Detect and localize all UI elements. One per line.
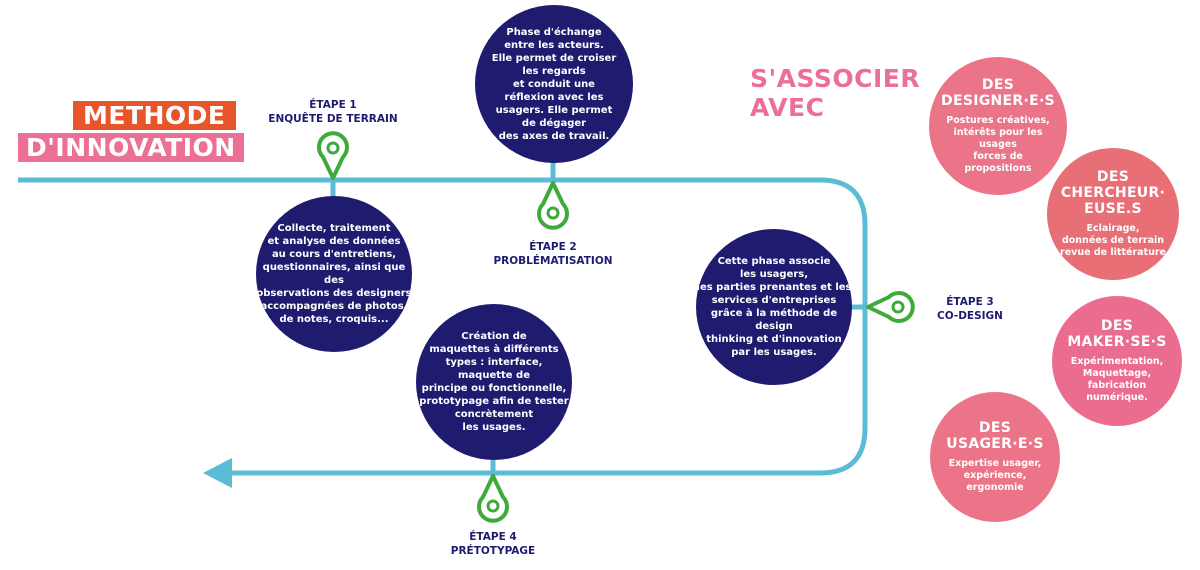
map-pin-icon	[866, 291, 915, 323]
step-4-description-text: Création de maquettes à différents types…	[419, 331, 569, 433]
step-3-description: Cette phase associe les usagers, les par…	[696, 229, 852, 385]
step-4-label: ÉTAPE 4 PRÉTOTYPAGE	[450, 531, 536, 557]
title-methode: METHODE	[73, 101, 236, 130]
partner-designers-description: Postures créatives, intérêts pour les us…	[946, 115, 1050, 174]
step-2-description-text: Phase d'échange entre les acteurs. Elle …	[491, 26, 617, 142]
step-2-label: ÉTAPE 2 PROBLÉMATISATION	[493, 241, 613, 267]
partner-chercheurs-name: DES CHERCHEUR· EUSE.S	[1060, 169, 1166, 217]
partner-makers-description: Expérimentation, Maquettage, fabrication…	[1070, 356, 1164, 403]
step-1-description-text: Collecte, traitement et analyse des donn…	[256, 223, 412, 325]
partner-designers-name: DES DESIGNER·E·S	[941, 77, 1055, 109]
title-innovation: D'INNOVATION	[18, 133, 244, 162]
step-1-label: ÉTAPE 1 ENQUÊTE DE TERRAIN	[268, 99, 398, 125]
partner-makers: DES MAKER·SE·S Expérimentation, Maquetta…	[1052, 296, 1182, 426]
step-3-description-text: Cette phase associe les usagers, les par…	[696, 256, 852, 358]
map-pin-icon	[537, 181, 569, 230]
partner-chercheurs: DES CHERCHEUR· EUSE.S Eclairage, données…	[1047, 148, 1179, 280]
map-pin-icon	[317, 131, 349, 180]
flow-arrowhead	[203, 458, 232, 488]
partner-usagers: DES USAGER·E·S Expertise usager, expérie…	[930, 392, 1060, 522]
partner-makers-name: DES MAKER·SE·S	[1067, 318, 1167, 350]
partner-chercheurs-description: Eclairage, données de terrain revue de l…	[1060, 223, 1166, 258]
partner-usagers-description: Expertise usager, expérience, ergonomie	[948, 458, 1042, 493]
step-3-label: ÉTAPE 3 CO-DESIGN	[937, 296, 1003, 322]
step-2-description: Phase d'échange entre les acteurs. Elle …	[475, 5, 633, 163]
associate-title: S'ASSOCIER AVEC	[750, 64, 921, 122]
partner-usagers-name: DES USAGER·E·S	[946, 420, 1044, 452]
step-4-description: Création de maquettes à différents types…	[416, 304, 572, 460]
partner-designers: DES DESIGNER·E·S Postures créatives, int…	[929, 57, 1067, 195]
map-pin-icon	[477, 474, 509, 523]
process-flow-line	[18, 177, 868, 476]
step-1-description: Collecte, traitement et analyse des donn…	[256, 196, 412, 352]
